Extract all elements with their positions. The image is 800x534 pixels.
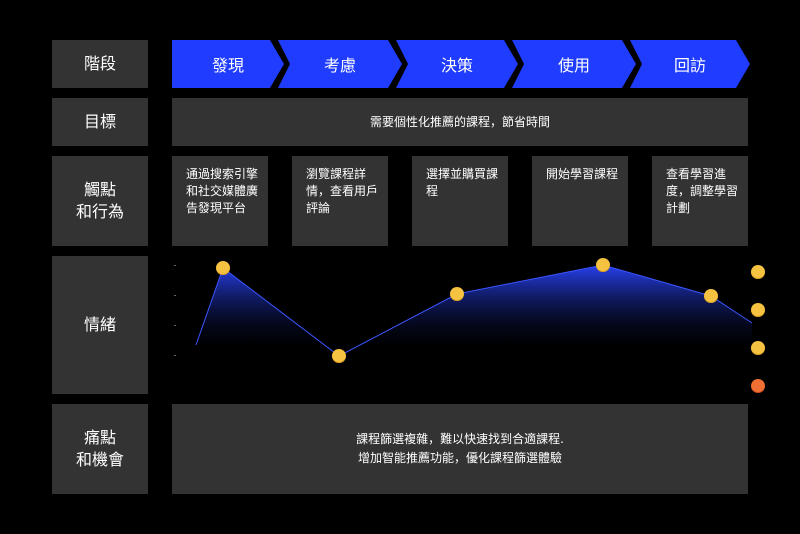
emotion-area	[196, 265, 752, 356]
emotion-happy-icon	[450, 287, 464, 301]
stage-chevron-1: 發現	[172, 40, 284, 88]
emotion-love-icon	[216, 261, 230, 275]
stage-chevron-3: 決策	[396, 40, 518, 88]
emotion-happy-icon	[704, 289, 718, 303]
scale-happy-icon	[751, 303, 765, 317]
touchpoint-card-1: 通過搜索引擎和社交媒體廣告發現平台	[172, 156, 268, 246]
touchpoint-card-2: 瀏覽課程詳情，查看用戶評論	[292, 156, 388, 246]
stage-chevron-5: 回訪	[630, 40, 750, 88]
stage-label: 考慮	[323, 56, 356, 75]
stage-label: 決策	[440, 56, 473, 75]
emotion-love-icon	[596, 258, 610, 272]
touchpoint-card-4: 開始學習課程	[532, 156, 628, 246]
stage-label: 使用	[557, 56, 590, 75]
axis-tick	[174, 355, 176, 356]
axis-tick	[174, 325, 176, 326]
stage-label: 回訪	[673, 56, 706, 75]
goal-text: 需要個性化推薦的課程，節省時間	[369, 114, 550, 129]
goal-bar: 需要個性化推薦的課程，節省時間	[172, 98, 748, 146]
row-label-touchpoints: 觸點 和行為	[52, 156, 148, 246]
emotion-sad-icon	[332, 349, 346, 363]
pain-bar: 課程篩選複雜，難以快速找到合適課程. 增加智能推薦功能，優化課程篩選體驗	[172, 404, 748, 494]
axis-tick	[174, 265, 176, 266]
scale-love-icon	[751, 265, 765, 279]
row-label-stage: 階段	[52, 40, 148, 88]
stage-label: 發現	[211, 56, 244, 75]
pain-text-line-2: 增加智能推薦功能，優化課程篩選體驗	[357, 451, 562, 465]
touchpoint-card-5: 查看學習進度，調整學習計劃	[652, 156, 748, 246]
row-label-goal: 目標	[52, 98, 148, 146]
scale-angry-icon	[751, 379, 765, 393]
stage-chevron-2: 考慮	[278, 40, 402, 88]
scale-sad-icon	[751, 341, 765, 355]
row-label-pain: 痛點 和機會	[52, 404, 148, 494]
touchpoint-card-3: 選擇並購買課程	[412, 156, 508, 246]
pain-text-line-1: 課程篩選複雜，難以快速找到合適課程.	[356, 432, 564, 446]
row-label-emotion: 情緒	[52, 256, 148, 394]
stage-chevron-4: 使用	[512, 40, 636, 88]
axis-tick	[174, 295, 176, 296]
emotion-line	[195, 264, 753, 357]
